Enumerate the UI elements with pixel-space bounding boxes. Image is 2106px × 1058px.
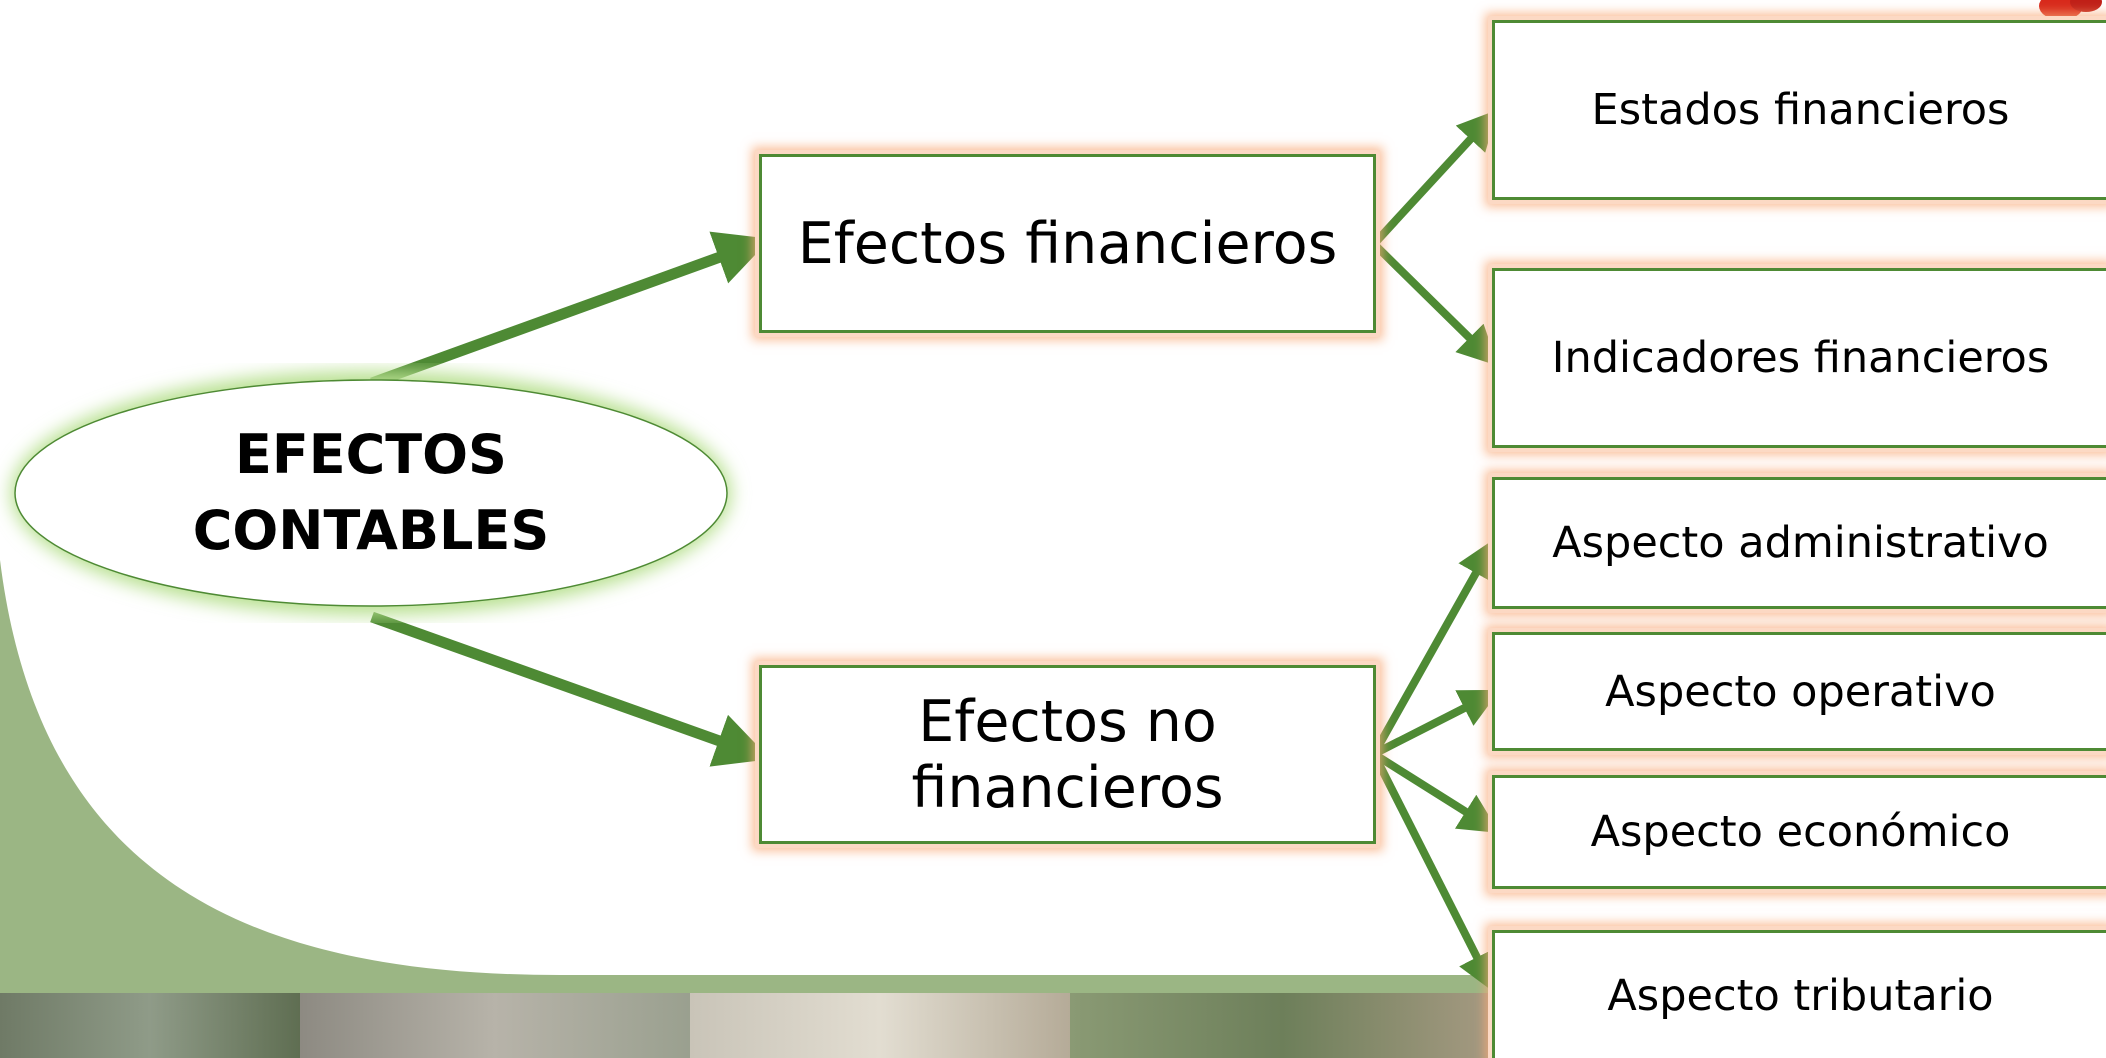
node-indicadores-financieros: Indicadores financieros [1492, 268, 2106, 448]
arrow-to-indicadores [1371, 241, 1498, 366]
arrow-to-administrativo [1370, 538, 1496, 756]
root-label-line2: CONTABLES [192, 499, 550, 562]
root-node-label: EFECTOS CONTABLES [15, 380, 727, 606]
node-aspecto-tributario-label: Aspecto tributario [1607, 970, 1994, 1021]
node-efectos-no-financieros: Efectos no financieros [759, 665, 1376, 844]
node-aspecto-economico-label: Aspecto económico [1590, 807, 2011, 857]
node-efectos-financieros: Efectos financieros [759, 154, 1376, 333]
arrow-root-to-non-financial [370, 611, 771, 767]
node-aspecto-economico: Aspecto económico [1492, 775, 2106, 889]
root-label-line1: EFECTOS [235, 423, 507, 486]
node-estados-financieros: Estados financieros [1492, 20, 2106, 200]
arrow-to-tributario [1370, 752, 1496, 993]
node-efectos-financieros-label: Efectos financieros [797, 210, 1338, 277]
node-indicadores-financieros-label: Indicadores financieros [1551, 333, 2050, 383]
background-photo-strip [0, 993, 1495, 1058]
arrow-root-to-financial [370, 231, 771, 389]
corner-flower-decoration [2039, 0, 2102, 20]
node-efectos-no-financieros-label: Efectos no financieros [911, 688, 1224, 821]
node-aspecto-administrativo-label: Aspecto administrativo [1552, 518, 2049, 568]
root-ellipse [11, 371, 731, 615]
node-aspecto-operativo-label: Aspecto operativo [1605, 666, 1996, 717]
arrow-to-economico [1371, 750, 1500, 833]
node-aspecto-administrativo: Aspecto administrativo [1492, 477, 2106, 609]
node-aspecto-tributario: Aspecto tributario [1492, 930, 2106, 1058]
node-aspecto-operativo: Aspecto operativo [1492, 632, 2106, 751]
arrow-to-operativo [1372, 689, 1500, 758]
node-estados-financieros-label: Estados financieros [1591, 85, 2010, 135]
arrow-to-estados [1371, 109, 1498, 247]
